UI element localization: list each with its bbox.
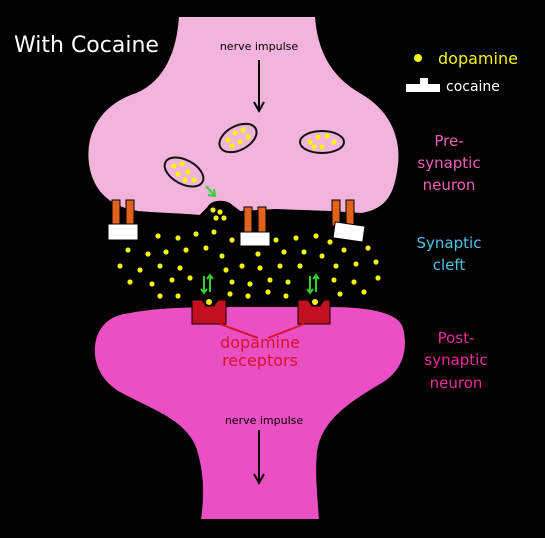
dopamine-transporter (331, 199, 366, 243)
dopamine-molecule (281, 249, 287, 255)
dopamine-molecule (149, 281, 155, 287)
dopamine-molecule (285, 279, 291, 285)
dopamine-molecule (229, 279, 235, 285)
dopamine-molecule (283, 293, 289, 299)
dopamine-molecule (117, 263, 123, 269)
cocaine-molecule (107, 223, 139, 241)
dopamine-molecule (127, 279, 133, 285)
dopamine-molecule (145, 251, 151, 257)
dopamine-receptor (297, 299, 331, 325)
presynaptic-label-line1: Pre- (434, 132, 463, 150)
nerve-impulse-arrow-bottom (253, 430, 265, 486)
dopamine-molecule (255, 251, 261, 257)
receptors-label-line1: dopamine (220, 333, 300, 352)
dopamine-molecule (373, 259, 379, 265)
dopamine-molecule (353, 261, 359, 267)
dopamine-molecule (125, 247, 131, 253)
nerve-impulse-label-top: nerve impulse (220, 40, 299, 53)
dopamine-molecule (361, 289, 367, 295)
dopamine-molecule (229, 237, 235, 243)
dopamine-molecule (277, 263, 283, 269)
presynaptic-label-line3: neuron (423, 176, 476, 194)
dopamine-molecule (297, 263, 303, 269)
dopamine-in-cleft (117, 229, 381, 299)
dopamine-molecule (223, 267, 229, 273)
cocaine-molecule (239, 231, 271, 247)
nerve-impulse-label-bottom: nerve impulse (225, 414, 304, 427)
dopamine-molecule (137, 267, 143, 273)
dopamine-molecule (257, 265, 263, 271)
dopamine-molecule (337, 291, 343, 297)
presynaptic-label-line2: synaptic (417, 154, 480, 172)
dopamine-molecule (193, 231, 199, 237)
dopamine-molecule (245, 293, 251, 299)
receptors-label-line2: receptors (222, 351, 298, 370)
nerve-impulse-arrow-top (253, 60, 265, 114)
dopamine-molecule (375, 275, 381, 281)
dopamine-molecule (265, 289, 271, 295)
dopamine-molecule (247, 281, 253, 287)
postsynaptic-neuron (92, 305, 407, 521)
dopamine-molecule (365, 245, 371, 251)
vesicle (218, 122, 258, 154)
release-arrow-icon (205, 185, 217, 198)
dopamine-molecule (169, 277, 175, 283)
dopamine-molecule (163, 249, 169, 255)
cleft-label-line1: Synaptic (417, 234, 482, 252)
binding-arrow-icon (306, 273, 320, 295)
dopamine-molecule (155, 233, 161, 239)
dopamine-transporter (239, 206, 271, 247)
vesicle (299, 130, 345, 154)
exocytosis-site (210, 207, 227, 221)
dopamine-molecule (333, 263, 339, 269)
dopamine-molecule (301, 249, 307, 255)
dopamine-molecule (157, 263, 163, 269)
vesicle (163, 156, 205, 188)
receptor-label-connector (219, 323, 305, 339)
postsynaptic-label-line1: Post- (438, 329, 475, 347)
dopamine-molecule (327, 239, 333, 245)
dopamine-molecule (219, 253, 225, 259)
dopamine-molecule (177, 265, 183, 271)
dopamine-molecule (319, 253, 325, 259)
postsynaptic-label-line3: neuron (430, 374, 483, 392)
dopamine-molecule (313, 233, 319, 239)
dopamine-molecule (157, 293, 163, 299)
dopamine-molecule (183, 247, 189, 253)
dopamine-molecule (331, 277, 337, 283)
binding-arrow-icon (200, 273, 214, 295)
dopamine-molecule (293, 235, 299, 241)
dopamine-molecule (351, 279, 357, 285)
cocaine-molecule (332, 221, 366, 243)
dopamine-molecule (341, 247, 347, 253)
dopamine-legend-icon (414, 54, 422, 62)
legend-dopamine-label: dopamine (438, 49, 518, 68)
dopamine-molecule (211, 229, 217, 235)
cleft-label-line2: cleft (433, 256, 466, 274)
dopamine-molecule (273, 237, 279, 243)
diagram-title: With Cocaine (14, 33, 159, 58)
cocaine-legend-icon (406, 78, 440, 92)
legend-cocaine-label: cocaine (446, 79, 500, 95)
dopamine-transporter (107, 199, 139, 241)
dopamine-receptor (191, 299, 227, 325)
dopamine-molecule (175, 235, 181, 241)
dopamine-molecule (203, 245, 209, 251)
dopamine-molecule (175, 293, 181, 299)
dopamine-molecule (267, 277, 273, 283)
postsynaptic-label-line2: synaptic (424, 351, 487, 369)
dopamine-molecule (227, 291, 233, 297)
dopamine-molecule (187, 275, 193, 281)
dopamine-molecule (239, 263, 245, 269)
